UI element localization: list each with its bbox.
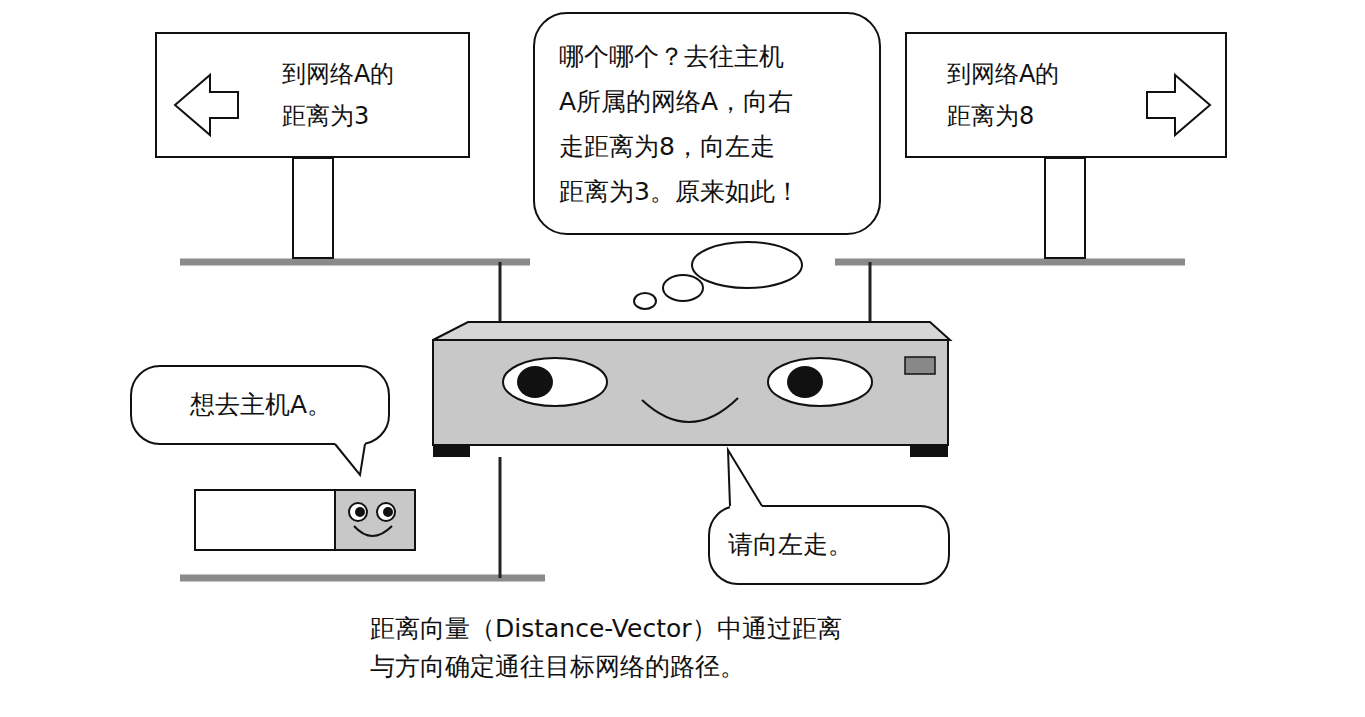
thought-circle bbox=[692, 242, 802, 288]
sign-text: 到网络A的 距离为3 bbox=[282, 53, 432, 137]
host-body bbox=[195, 490, 335, 550]
sign-text: 到网络A的 距离为8 bbox=[947, 53, 1097, 137]
router-smile bbox=[642, 398, 738, 422]
thought-circle bbox=[634, 293, 656, 309]
host-face bbox=[335, 490, 415, 550]
speech-bubble: 想去主机A。 bbox=[130, 365, 390, 445]
router-eye bbox=[768, 358, 872, 406]
sign-post bbox=[1045, 158, 1085, 258]
thought-bubble: 哪个哪个？去往主机 A所属的网络A，向右 走距离为8，向左走 距离为3。原来如此… bbox=[533, 12, 881, 235]
network-line bbox=[180, 575, 545, 582]
tail-fill bbox=[728, 450, 762, 511]
router-pupil bbox=[517, 366, 553, 398]
sign-ground bbox=[155, 32, 470, 158]
host-smile bbox=[354, 526, 392, 536]
router-foot bbox=[433, 445, 470, 457]
sign-post bbox=[293, 158, 333, 258]
host-eye bbox=[349, 503, 367, 521]
thought-circle bbox=[663, 275, 703, 301]
sign-ground bbox=[905, 32, 1225, 158]
caption: 距离向量（Distance-Vector）中通过距离 与方向确定通往目标网络的路… bbox=[370, 610, 930, 686]
router-led bbox=[905, 357, 935, 374]
tail-fill bbox=[335, 439, 365, 475]
speech-text: 请向左走。 bbox=[728, 529, 853, 561]
host-pupil bbox=[383, 507, 393, 517]
router-pupil bbox=[787, 366, 823, 398]
host-pupil bbox=[355, 507, 365, 517]
tail-outline bbox=[335, 444, 365, 475]
network-line bbox=[180, 259, 530, 266]
network-link bbox=[499, 457, 502, 578]
network-line bbox=[835, 259, 1185, 266]
router-body bbox=[433, 340, 948, 445]
speech-text: 想去主机A。 bbox=[190, 389, 332, 421]
tail-outline bbox=[728, 450, 762, 506]
router-top bbox=[433, 322, 950, 340]
bubble-tail bbox=[132, 367, 133, 368]
router-eye bbox=[503, 358, 607, 406]
thought-text: 哪个哪个？去往主机 A所属的网络A，向右 走距离为8，向左走 距离为3。原来如此… bbox=[559, 34, 859, 214]
sign-board: 到网络A的 距离为8 bbox=[905, 32, 1227, 158]
sign-board: 到网络A的 距离为3 bbox=[155, 32, 470, 158]
router-foot bbox=[910, 445, 948, 457]
right-arrow bbox=[1147, 75, 1210, 135]
host-eye bbox=[377, 503, 395, 521]
left-arrow bbox=[175, 75, 238, 135]
bubble-tail bbox=[710, 507, 711, 508]
speech-bubble: 请向左走。 bbox=[708, 505, 950, 585]
